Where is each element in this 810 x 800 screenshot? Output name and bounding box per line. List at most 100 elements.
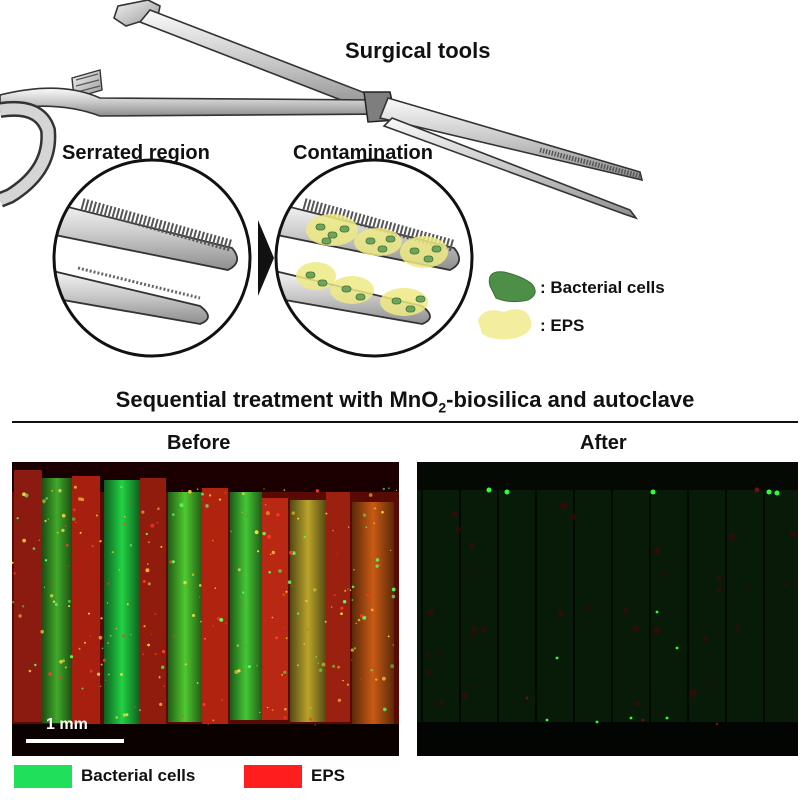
fluorescence-speck [150,523,155,528]
fluorescence-speck [265,511,270,516]
fluorescence-speck [595,720,599,724]
fluorescence-speck [717,587,722,593]
fluorescence-speck [585,605,590,610]
fluorescence-speck [224,491,227,494]
fluorescence-speck [58,489,62,493]
fluorescence-speck [171,513,175,516]
fluorescence-speck [40,629,44,634]
fluorescence-speck [391,594,396,599]
fluorescence-speck [342,679,344,682]
fluorescence-speck [362,615,367,620]
fluorescence-speck [278,569,282,573]
fluorescence-speck [218,498,222,501]
fluorescence-speck [283,716,287,720]
fluorescence-speck [212,539,214,542]
fluorescence-speck [51,490,53,492]
fluorescence-speck [51,583,54,586]
fluorescence-speck [101,647,104,650]
fluorescence-speck [388,487,390,489]
fluorescence-speck [44,519,47,523]
fluorescence-speck [439,700,445,706]
fluorescence-speck [655,610,659,614]
fluorescence-speck [68,605,71,608]
fluorescence-speck [283,489,286,492]
fluorescence-speck [123,523,126,526]
serration-groove [687,490,689,722]
fluorescence-speck [130,634,132,636]
fluorescence-speck [702,636,708,642]
fluorescence-speck [241,511,243,513]
fluorescence-speck [102,658,106,662]
fluorescence-speck [276,513,280,517]
fluorescence-speck [169,560,173,564]
fluorescence-speck [629,716,633,720]
fluorescence-speck [368,493,373,497]
fluorescence-speck [145,568,150,573]
fluorescence-speck [766,489,772,495]
fluorescence-speck [303,536,306,539]
fluorescence-speck [97,672,101,676]
fluorescence-speck [201,492,204,496]
fluorescence-speck [72,517,76,521]
fluorescence-speck [342,600,347,604]
fluorescence-speck [221,699,224,701]
bacterial-cells-legend: Bacterial cells [81,766,196,785]
fluorescence-speck [244,644,247,647]
fluorescence-speck [715,722,719,726]
fluorescence-speck [283,670,287,674]
fluorescence-speck [72,508,76,512]
fluorescence-speck [337,665,340,669]
after-micrograph [417,462,798,756]
after-label: After [580,432,627,454]
fluorescence-speck [632,624,640,632]
fluorescence-speck [110,634,112,637]
fluorescence-speck [16,517,19,520]
fluorescence-speck [154,613,157,615]
fluorescence-speck [28,669,32,673]
fluorescence-speck [285,637,288,639]
fluorescence-speck [653,547,661,555]
fluorescence-speck [198,584,202,587]
fluorescence-speck [161,650,166,654]
fluorescence-speck [160,545,163,548]
fluorescence-speck [18,614,22,618]
fluorescence-speck [321,662,326,667]
fluorescence-speck [79,531,82,534]
fluorescence-speck [122,713,127,717]
fluorescence-speck [559,502,568,510]
fluorescence-speck [375,678,378,681]
fluorescence-speck [330,606,333,608]
fluorescence-speck [106,602,109,604]
fluorescence-speck [13,571,17,575]
fluorescence-speck [265,504,267,506]
fluorescence-speck [12,561,14,564]
fluorescence-speck [332,664,336,668]
fluorescence-speck [147,563,149,565]
fluorescence-speck [125,713,129,717]
fluorescence-speck [285,590,288,593]
fluorescence-speck [62,659,65,663]
fluorescence-speck [111,551,114,554]
fluorescence-speck [283,627,286,629]
fluorescence-speck [754,487,760,493]
fluorescence-speck [373,522,376,525]
serration-groove [421,490,423,722]
fluorescence-speck [313,588,317,592]
fluorescence-speck [269,553,272,556]
fluorescence-speck [570,513,577,520]
fluorescence-speck [471,626,478,632]
fluorescence-speck [481,626,487,633]
fluorescence-speck [138,709,142,712]
fluorescence-speck [22,538,26,543]
fluorescence-speck [351,659,353,661]
fluorescence-speck [80,497,85,502]
fluorescence-speck [308,717,312,721]
fluorescence-speck [257,550,260,553]
fluorescence-speck [325,512,328,515]
fluorescence-speck [115,628,117,630]
fluorescence-speck [391,587,396,592]
fluorescence-speck [263,488,265,490]
fluorescence-speck [355,622,357,625]
fluorescence-speck [147,582,151,586]
fluorescence-speck [426,653,430,657]
